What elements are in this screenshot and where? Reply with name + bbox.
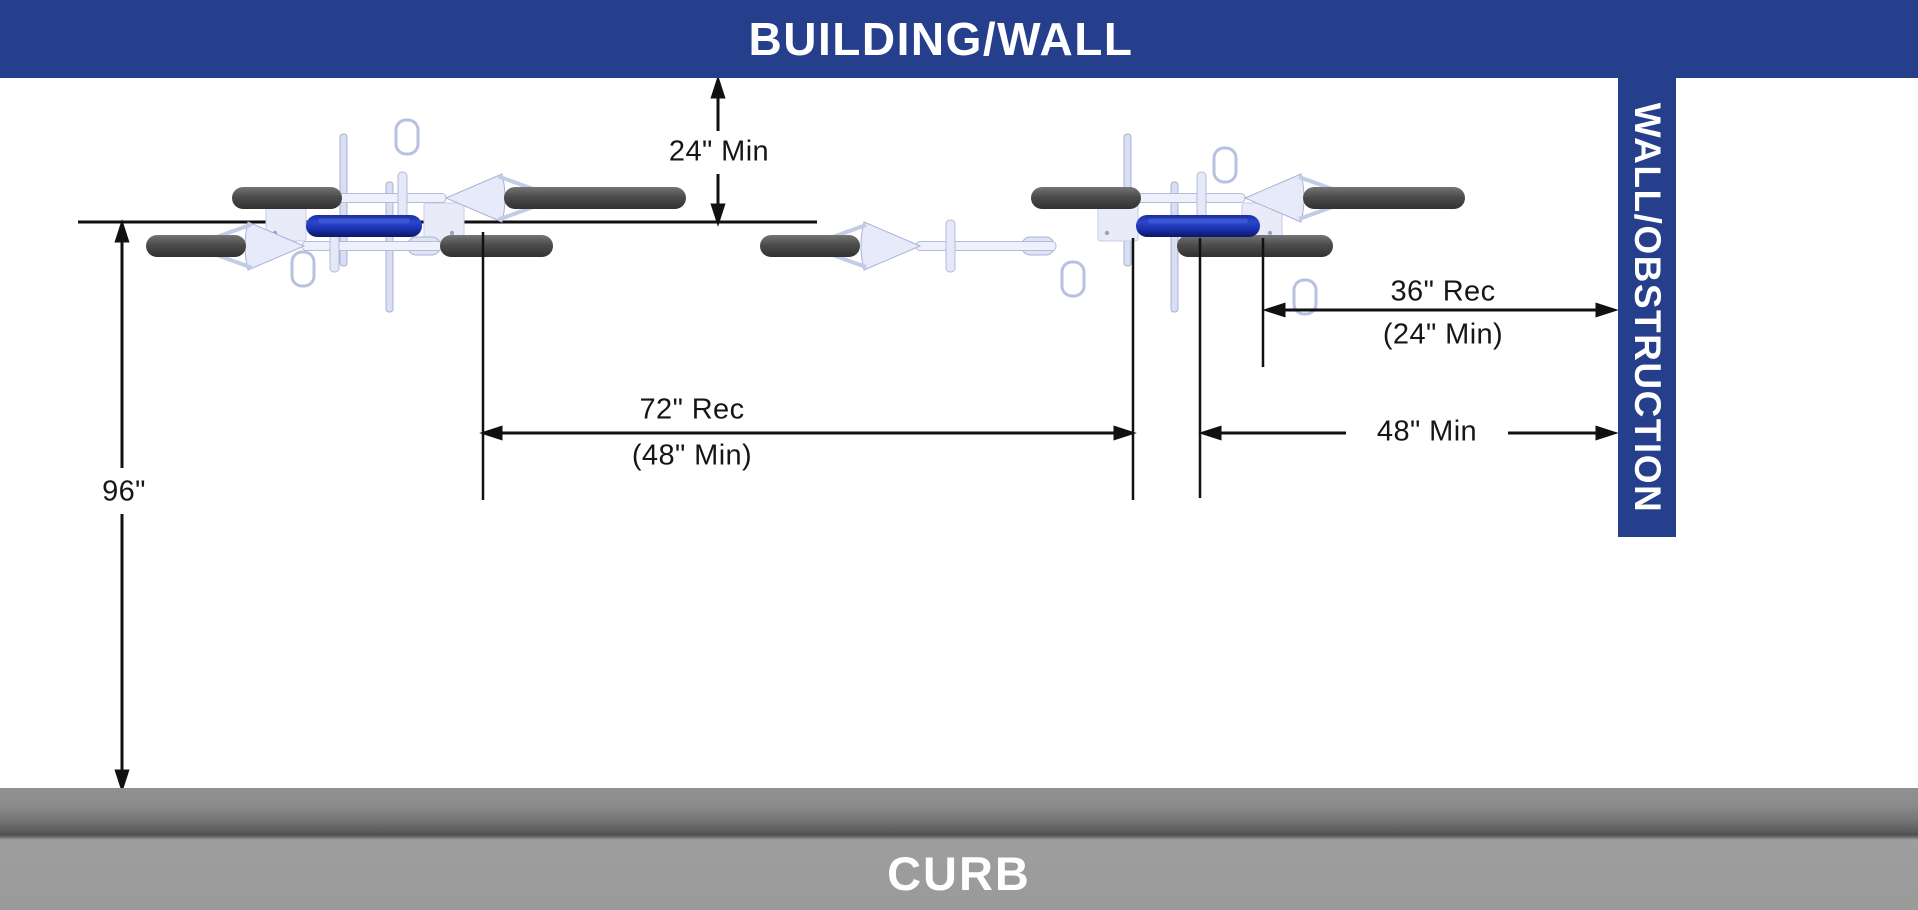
bike-top-view-lower: [760, 219, 1333, 273]
arrowhead-down-icon: [114, 769, 130, 793]
arrowhead-left-icon: [1262, 302, 1286, 318]
dim-wall-clearance: [1261, 238, 1619, 367]
arrowhead-right-icon: [1595, 425, 1619, 441]
dimension-lines: [114, 75, 1619, 793]
arrowhead-left-icon: [1198, 425, 1222, 441]
dim-aisle-min-label: 48" Min: [1376, 415, 1478, 448]
bike-top-view-upper: [232, 171, 686, 225]
arrowhead-up-icon: [114, 219, 130, 243]
bike-top-view-lower: [146, 219, 553, 273]
dim-curb-distance: [114, 219, 130, 793]
dim-aisle-min: [1198, 238, 1619, 498]
dim-wall-offset: [710, 75, 726, 227]
arrowhead-left-icon: [479, 425, 503, 441]
bike-top-view-upper: [1031, 171, 1465, 225]
dim-wall-clearance-sublabel: (24" Min): [1382, 318, 1504, 351]
dim-rack-spacing-sublabel: (48" Min): [631, 439, 753, 472]
dim-rack-spacing-label: 72" Rec: [639, 393, 745, 426]
dim-rack-spacing: [479, 232, 1137, 500]
curb-band: CURB: [0, 788, 1918, 910]
dim-curb-distance-label: 96": [102, 475, 146, 508]
arrowhead-up-icon: [710, 75, 726, 99]
arrowhead-down-icon: [710, 203, 726, 227]
dim-wall-offset-label: 24" Min: [668, 135, 770, 168]
rack-rail: [306, 215, 422, 237]
wall-obstruction-banner: WALL/OBSTRUCTION: [1618, 78, 1676, 537]
building-wall-label: BUILDING/WALL: [748, 13, 1134, 65]
curb-label: CURB: [887, 847, 1031, 900]
rack-rail: [1136, 215, 1260, 237]
bike-pair-right-icon: [760, 133, 1465, 316]
building-wall-banner: BUILDING/WALL: [0, 0, 1918, 78]
dim-wall-clearance-label: 36" Rec: [1390, 275, 1496, 308]
arrowhead-right-icon: [1595, 302, 1619, 318]
bike-pair-left-icon: [146, 118, 686, 313]
arrowhead-right-icon: [1113, 425, 1137, 441]
wall-obstruction-label: WALL/OBSTRUCTION: [1627, 102, 1668, 513]
